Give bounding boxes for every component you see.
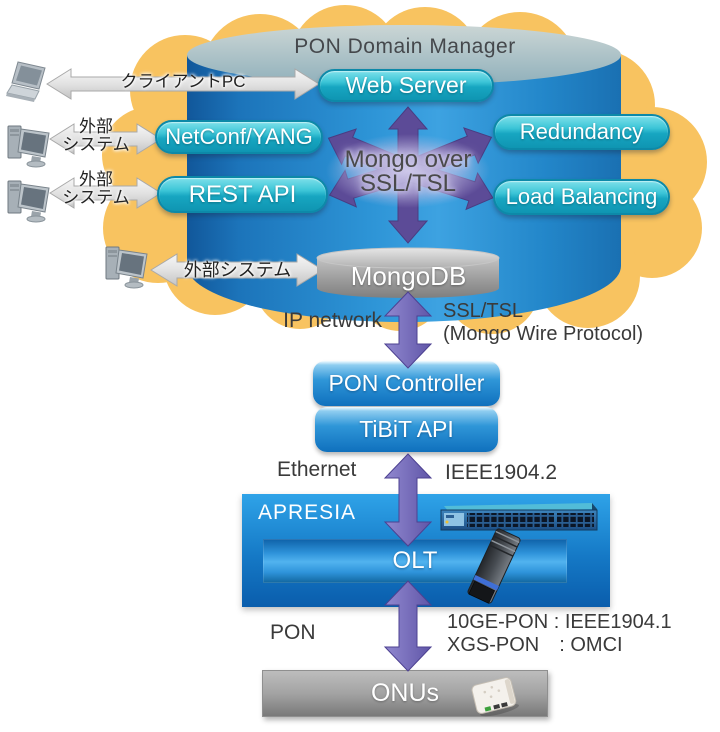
module-label: Web Server: [345, 72, 467, 98]
mongodb-label: MongoDB: [350, 261, 467, 291]
onus-bar: ONUs: [262, 670, 548, 717]
pon-protocols-label: 10GE-PON : IEEE1904.1 XGS-PON : OMCI: [447, 611, 672, 656]
module-label: REST API: [188, 180, 297, 208]
module-redundancy: Redundancy: [493, 114, 670, 150]
ieee1904-2-label: IEEE1904.2: [445, 461, 558, 484]
pon-label: PON: [270, 621, 316, 644]
module-rest-api: REST API: [157, 176, 328, 213]
module-label: Redundancy: [519, 119, 644, 144]
apresia-vendor-label: APRESIA: [258, 501, 357, 524]
ssl-tsl-label: SSL/TSL (Mongo Wire Protocol): [443, 300, 644, 345]
tibit-api-block: TiBiT API: [315, 407, 498, 452]
page-title: PON Domain Manager: [294, 35, 516, 58]
ip-network-label: IP network: [283, 309, 382, 332]
module-web-server: Web Server: [318, 69, 494, 102]
external-system-3-label: 外部システム: [183, 260, 292, 280]
desktop-computer-icon: [7, 125, 50, 168]
desktop-computer-icon: [105, 246, 148, 289]
laptop-icon: [6, 61, 46, 102]
olt-bar: OLT: [263, 539, 567, 583]
external-system-2-label: 外部 システム: [62, 170, 130, 207]
module-netconf-yang: NetConf/YANG: [155, 120, 323, 154]
desktop-computer-icon: [7, 180, 50, 223]
external-system-1-label: 外部 システム: [62, 117, 130, 154]
pon-controller-block: PON Controller: [313, 361, 500, 406]
mongo-bus-label: Mongo over SSL/TSL: [344, 146, 472, 197]
mongodb-cylinder: [316, 247, 500, 298]
module-label: NetConf/YANG: [165, 124, 313, 149]
module-load-balancing: Load Balancing: [493, 179, 670, 215]
module-label: Load Balancing: [505, 184, 658, 209]
bus-text-glow: [326, 134, 490, 208]
client-pc-label: クライアントPC: [120, 72, 246, 91]
ethernet-label: Ethernet: [277, 458, 357, 481]
